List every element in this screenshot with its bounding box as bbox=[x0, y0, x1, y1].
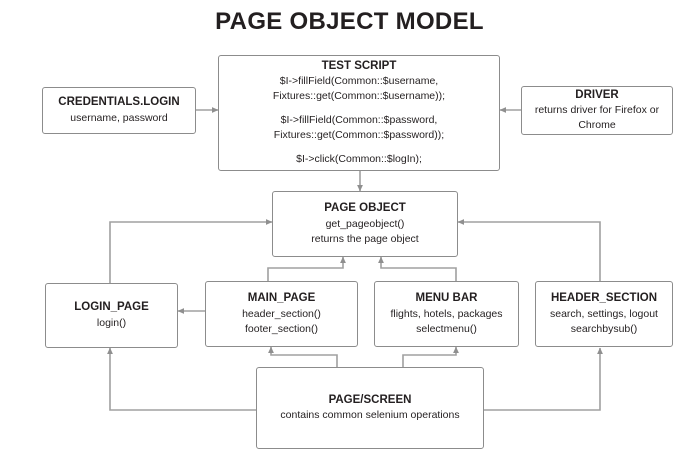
node-line: $I->fillField(Common::$username, bbox=[279, 75, 439, 88]
wire-menu-bar-to-page-object bbox=[378, 256, 457, 281]
node-line: returns the page object bbox=[311, 232, 419, 245]
node-credentials-login[interactable]: CREDENTIALS.LOGIN username, password bbox=[42, 87, 196, 134]
node-line: searchbysub() bbox=[570, 322, 638, 335]
node-main-page[interactable]: MAIN_PAGE header_section() footer_sectio… bbox=[205, 281, 358, 347]
node-title: LOGIN_PAGE bbox=[74, 301, 149, 314]
node-line: login() bbox=[96, 316, 127, 329]
node-page-object[interactable]: PAGE OBJECT get_pageobject() returns the… bbox=[272, 191, 458, 257]
node-title: MENU BAR bbox=[415, 292, 478, 305]
node-line: get_pageobject() bbox=[325, 217, 405, 230]
node-title: CREDENTIALS.LOGIN bbox=[58, 96, 180, 109]
node-header-section[interactable]: HEADER_SECTION search, settings, logout … bbox=[535, 281, 673, 347]
node-title: TEST SCRIPT bbox=[321, 59, 397, 72]
page-title: PAGE OBJECT MODEL bbox=[215, 8, 484, 35]
node-title: DRIVER bbox=[575, 88, 619, 101]
wire-login-page-to-page-object bbox=[109, 219, 273, 283]
node-line: $I->click(Common::$logIn); bbox=[296, 153, 422, 166]
node-menu-bar[interactable]: MENU BAR flights, hotels, packages selec… bbox=[374, 281, 519, 347]
node-line: search, settings, logout bbox=[550, 307, 658, 320]
node-line: header_section() bbox=[242, 307, 321, 320]
wire-page-screen-to-header-section bbox=[484, 347, 603, 411]
wire-main-page-to-page-object bbox=[267, 256, 346, 281]
wire-page-screen-to-main-page bbox=[268, 346, 338, 367]
node-line: selectmenu() bbox=[416, 322, 477, 335]
node-title: PAGE OBJECT bbox=[324, 202, 406, 215]
node-title: MAIN_PAGE bbox=[247, 292, 316, 305]
node-line: flights, hotels, packages bbox=[390, 307, 503, 320]
wire-page-screen-to-menu-bar bbox=[402, 346, 459, 367]
node-login-page[interactable]: LOGIN_PAGE login() bbox=[45, 283, 178, 348]
node-line: Chrome bbox=[578, 119, 616, 132]
wire-header-section-to-page-object bbox=[457, 219, 601, 283]
node-line: footer_section() bbox=[245, 322, 318, 335]
node-driver[interactable]: DRIVER returns driver for Firefox or Chr… bbox=[521, 86, 673, 135]
node-line: Fixtures::get(Common::$username)); bbox=[272, 90, 446, 103]
node-line: $I->fillField(Common::$password, bbox=[280, 114, 438, 127]
node-test-script[interactable]: TEST SCRIPT $I->fillField(Common::$usern… bbox=[218, 55, 500, 171]
node-page-screen[interactable]: PAGE/SCREEN contains common selenium ope… bbox=[256, 367, 484, 449]
wire-page-screen-to-login-page bbox=[107, 347, 256, 411]
node-line: username, password bbox=[70, 111, 168, 124]
node-title: PAGE/SCREEN bbox=[328, 393, 412, 406]
node-title: HEADER_SECTION bbox=[550, 292, 658, 305]
node-line: returns driver for Firefox or bbox=[534, 104, 660, 117]
node-line: contains common selenium operations bbox=[280, 409, 460, 422]
node-line: Fixtures::get(Common::$password)); bbox=[273, 129, 445, 142]
